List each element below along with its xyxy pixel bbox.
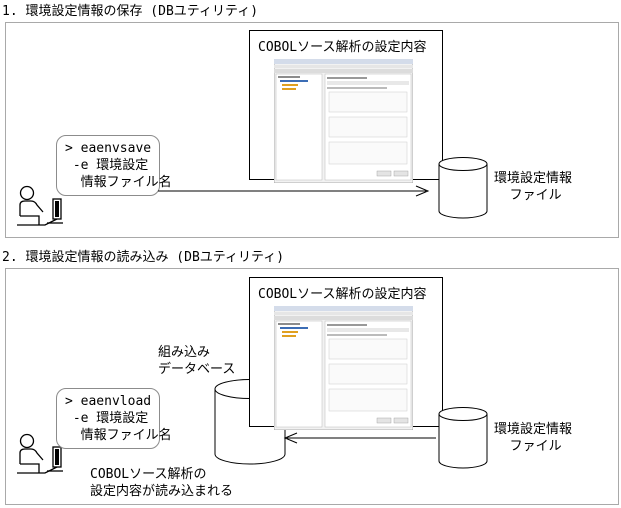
result-label: COBOLソース解析の 設定内容が読み込まれる	[90, 467, 234, 499]
settings-screen-frame: COBOLソース解析の設定内容	[249, 30, 443, 183]
settings-file-cylinder-2	[438, 407, 488, 469]
screen-title-2: COBOLソース解析の設定内容	[258, 287, 427, 302]
file-label-2: 環境設定情報 ファイル	[494, 422, 573, 454]
command-callout: > eaenvsave -e 環境設定 情報ファイル名	[56, 135, 172, 196]
app-screenshot-thumbnail-2	[274, 306, 413, 430]
settings-file-cylinder	[438, 157, 488, 219]
section2-title: 2. 環境設定情報の読み込み (DBユティリティ)	[2, 250, 285, 265]
app-screenshot-thumbnail	[274, 59, 413, 183]
user-at-computer-icon-2	[17, 433, 63, 474]
settings-screen-frame-2: COBOLソース解析の設定内容	[249, 277, 443, 430]
section1-title: 1. 環境設定情報の保存 (DBユティリティ)	[2, 4, 259, 19]
command-callout-2: > eaenvload -e 環境設定 情報ファイル名	[56, 388, 172, 449]
database-label: 組み込み データベース	[158, 345, 236, 377]
screen-title: COBOLソース解析の設定内容	[258, 40, 427, 55]
user-at-computer-icon	[17, 185, 63, 226]
file-label: 環境設定情報 ファイル	[494, 171, 573, 203]
